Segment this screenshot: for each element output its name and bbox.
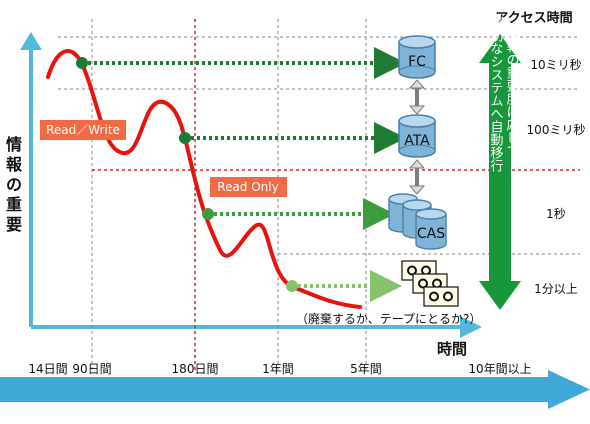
fc-ata-double-arrow: [408, 79, 426, 115]
access-time-fc: 10ミリ秒: [530, 58, 581, 72]
time-tick-14-days: 14日間: [28, 362, 67, 376]
tape-transition-point: [286, 280, 298, 292]
access-time-cas: 1秒: [546, 207, 566, 221]
x-axis-arrowhead: [460, 316, 482, 338]
timeline-arrow-head: [548, 370, 590, 409]
tape-icon: [401, 260, 459, 307]
time-tick-1-year: 1年間: [262, 362, 294, 376]
time-tick-90-days: 90日間: [72, 362, 111, 376]
auto-migration-arrow: [479, 34, 521, 310]
ata-storage: ATA: [398, 114, 436, 158]
disposal-note: （廃棄するか、テープにとるか?）: [296, 311, 481, 326]
access-time-title: アクセス時間: [495, 10, 572, 26]
timeline-arrow-body: [0, 377, 548, 402]
ata-transition-point: [179, 132, 191, 144]
fc-label: FC: [408, 54, 426, 70]
y-axis-label: 情 報 の 重 要: [6, 135, 28, 234]
fc-storage: FC: [398, 35, 436, 79]
fc-transition-point: [76, 57, 88, 69]
access-time-tape: 1分以上: [534, 282, 578, 296]
y-axis-arrowhead: [20, 32, 42, 50]
time-tick-5-years: 5年間: [350, 362, 382, 376]
cas-label: CAS: [417, 226, 445, 242]
cas-transition-point: [202, 208, 214, 220]
auto-migration-text: 情報の重要度に応じて 適切なシステムへ自動移行: [488, 15, 520, 173]
read-only-label-box: [210, 177, 287, 197]
cas-storage: CAS: [388, 193, 447, 250]
read-only-label: Read Only: [217, 180, 278, 194]
time-tick-180-days: 180日間: [172, 362, 219, 376]
importance-curve: [46, 49, 362, 309]
access-time-ata: 100ミリ秒: [527, 123, 586, 137]
ata-label: ATA: [404, 133, 430, 149]
time-tick-10-years: 10年間以上: [468, 362, 531, 376]
x-axis-label: 時間: [437, 340, 467, 358]
read-write-label-box: [40, 120, 126, 140]
ata-cas-double-arrow: [408, 159, 426, 195]
read-write-label: Read／Write: [46, 123, 120, 137]
